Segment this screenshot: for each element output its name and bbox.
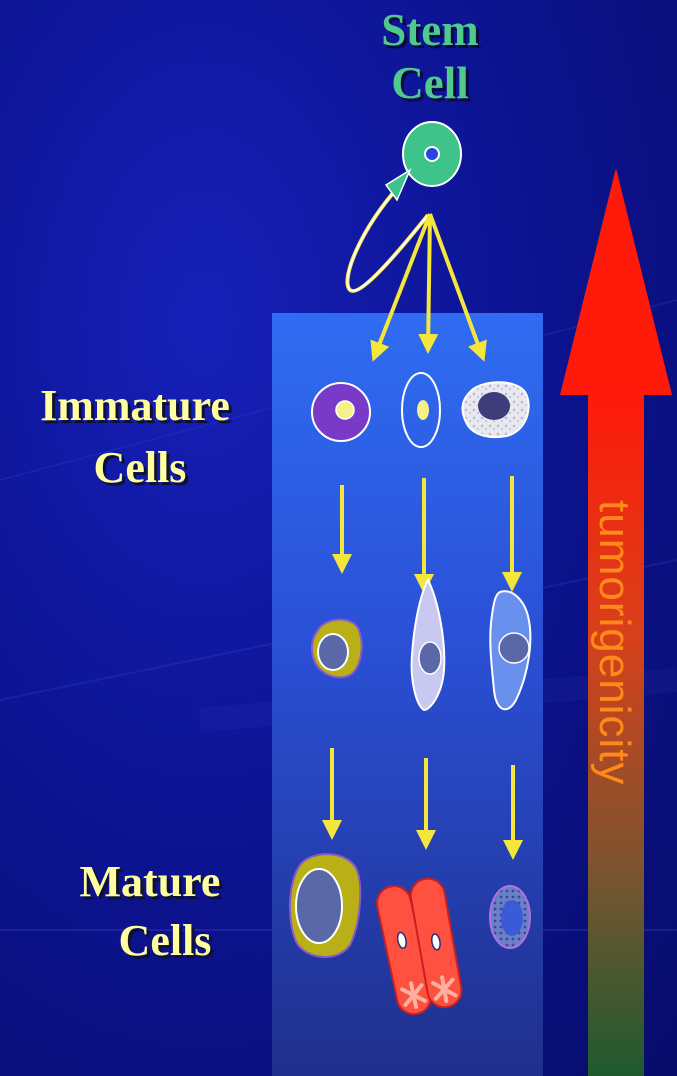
immature-cells-label-line2: Cells [40, 442, 240, 494]
immature-cell-3 [463, 382, 529, 437]
mature-cell-3 [490, 886, 530, 948]
mature-cells-label-line2: Cells [55, 915, 275, 967]
stem-cell-label-line2: Cell [391, 58, 468, 108]
stem-cell-label-line1: Stem [381, 5, 478, 55]
intermediate-cell-1 [312, 620, 362, 678]
stem-cell-label: Stem Cell [330, 4, 530, 110]
mature-cell-1 [290, 854, 360, 957]
self-renewal-arrow [347, 170, 428, 291]
tumorigenicity-label: tumorigenicity [589, 500, 639, 785]
stem-cell [403, 122, 461, 186]
mature-cells-label-line1: Mature [30, 856, 270, 908]
immature-cell-1 [312, 383, 370, 441]
immature-cells-label-line1: Immature [0, 380, 270, 432]
